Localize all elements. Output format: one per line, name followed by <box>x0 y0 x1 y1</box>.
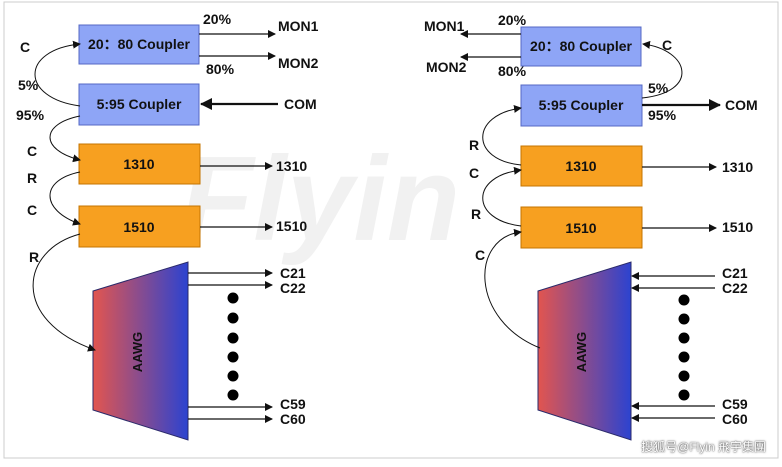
left-link-95-to-1310 <box>49 115 81 163</box>
right-coupler-20-80 <box>520 26 642 67</box>
right-c60-label: C60 <box>722 411 748 427</box>
left-link-1310-to-1510 <box>49 171 81 226</box>
right-c-mid: C <box>469 165 479 181</box>
left-c59-label: C59 <box>280 396 306 412</box>
frame-border <box>3 1 779 459</box>
left-filter-1510-label: 1510 <box>123 219 154 235</box>
right-filter-1310 <box>520 145 643 187</box>
left-c-low: C <box>27 202 37 218</box>
left-aawg-label: AAWG <box>130 332 145 372</box>
right-link-5-to-20-80 <box>641 40 683 99</box>
left-coupler-20-80-label: 20：80 Coupler <box>88 36 190 52</box>
left-mon1-label: MON1 <box>278 18 319 34</box>
right-pct-5: 5% <box>648 80 669 96</box>
right-c-top: C <box>662 37 672 53</box>
left-diagram: 20：80 Coupler 5:95 Coupler 1310 1510 AAW… <box>16 11 319 441</box>
left-pct-5: 5% <box>18 77 39 93</box>
left-pct-20: 20% <box>203 11 232 27</box>
source-credit: 搜狐号@Flyin 飛宇集團 <box>641 440 766 454</box>
left-1310-out-label: 1310 <box>276 158 307 174</box>
left-mon2-label: MON2 <box>278 55 319 71</box>
left-r-low: R <box>29 249 39 265</box>
watermark: Flyin <box>180 132 460 266</box>
right-link-1510-to-1310 <box>482 166 522 227</box>
left-c21-label: C21 <box>280 265 306 281</box>
left-com-label: COM <box>284 96 317 112</box>
right-c59-label: C59 <box>722 396 748 412</box>
left-channel-ellipsis <box>227 292 239 401</box>
right-mon1-label: MON1 <box>424 18 465 34</box>
right-diagram: 20：80 Coupler 5:95 Coupler 1310 1510 AAW… <box>424 12 758 441</box>
right-c21-label: C21 <box>722 265 748 281</box>
right-mon2-label: MON2 <box>426 59 467 75</box>
left-link-5-to-20-80 <box>34 40 81 107</box>
right-link-1310-to-5-95 <box>482 104 522 166</box>
right-pct-20: 20% <box>498 12 527 28</box>
right-filter-1310-label: 1310 <box>565 158 596 174</box>
right-c-low: C <box>475 247 485 263</box>
left-coupler-5-95-label: 5:95 Coupler <box>97 96 182 112</box>
left-c60-label: C60 <box>280 411 306 427</box>
right-aawg-label: AAWG <box>574 332 589 372</box>
right-coupler-20-80-label: 20：80 Coupler <box>530 38 632 54</box>
right-1510-out-label: 1510 <box>722 219 753 235</box>
left-coupler-20-80 <box>78 24 200 65</box>
left-c22-label: C22 <box>280 280 306 296</box>
right-filter-1510 <box>520 206 643 249</box>
right-link-aawg-to-1510 <box>484 228 541 349</box>
left-filter-1310-label: 1310 <box>123 156 154 172</box>
left-r-mid: R <box>27 170 37 186</box>
left-c-mid: C <box>27 143 37 159</box>
right-com-label: COM <box>725 97 758 113</box>
left-pct-80: 80% <box>206 61 235 77</box>
right-coupler-5-95-label: 5:95 Coupler <box>539 97 624 113</box>
right-1310-out-label: 1310 <box>722 159 753 175</box>
right-c22-label: C22 <box>722 280 748 296</box>
left-filter-1310 <box>78 143 201 185</box>
left-pct-95: 95% <box>16 107 45 123</box>
right-aawg <box>537 261 632 441</box>
left-c-top: C <box>20 39 30 55</box>
left-1510-out-label: 1510 <box>276 218 307 234</box>
right-channel-ellipsis <box>678 294 690 401</box>
right-r-upper: R <box>469 137 479 153</box>
left-link-1510-to-aawg <box>32 233 96 352</box>
right-r-lower: R <box>471 206 481 222</box>
right-pct-95: 95% <box>648 107 677 123</box>
right-filter-1510-label: 1510 <box>565 220 596 236</box>
left-aawg <box>92 261 189 441</box>
right-pct-80: 80% <box>498 63 527 79</box>
left-coupler-5-95 <box>78 83 200 126</box>
